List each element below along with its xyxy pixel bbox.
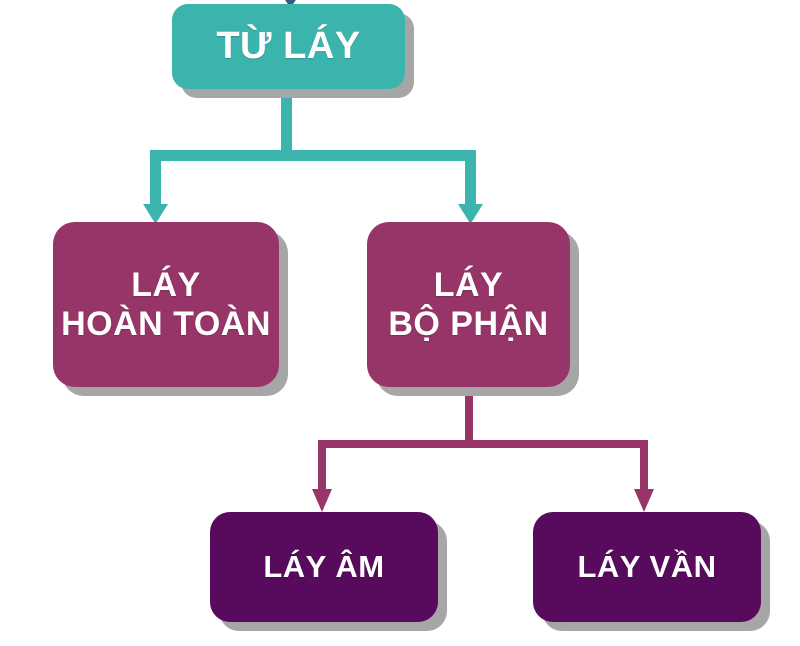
node-tu-lay[interactable]: TỪ LÁY [172, 4, 405, 89]
connector-partial-to-children [312, 387, 654, 512]
node-lay-am[interactable]: LÁY ÂM [210, 512, 438, 622]
node-lay-bo-phan[interactable]: LÁY BỘ PHẬN [367, 222, 570, 387]
connector-root-to-children [143, 88, 483, 224]
node-lay-am-label: LÁY ÂM [263, 548, 385, 584]
node-lay-hoan-toan[interactable]: LÁY HOÀN TOÀN [53, 222, 279, 387]
node-lay-hoan-toan-label: LÁY HOÀN TOÀN [61, 266, 271, 343]
node-lay-van[interactable]: LÁY VẦN [533, 512, 761, 622]
node-lay-van-label: LÁY VẦN [577, 548, 717, 584]
node-lay-bo-phan-label: LÁY BỘ PHẬN [388, 266, 549, 343]
node-tu-lay-label: TỪ LÁY [216, 25, 361, 68]
